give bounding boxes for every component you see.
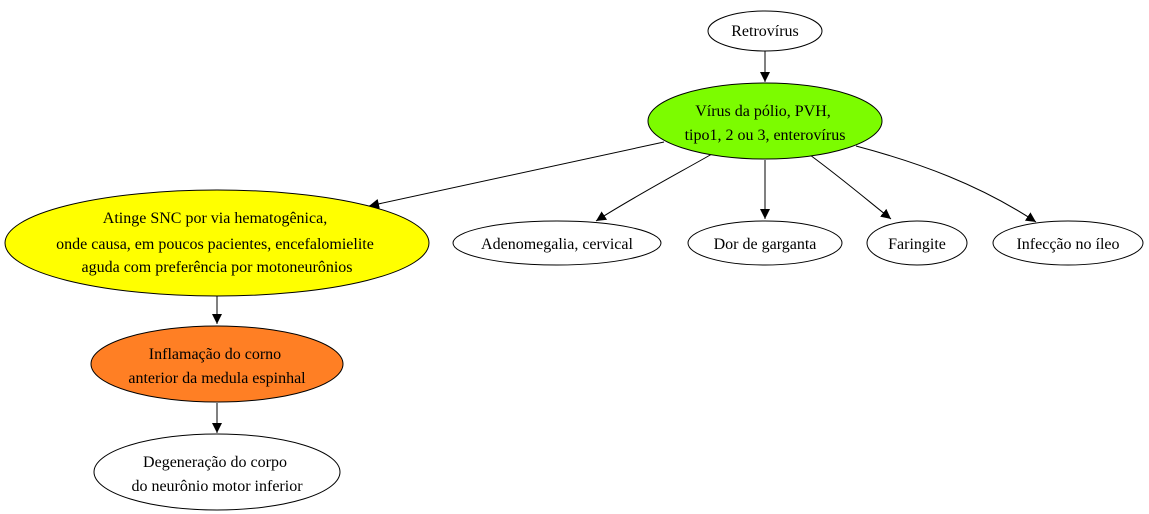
node-adenomegalia-shape (452, 220, 662, 266)
node-virus-polio-line-2: tipo1, 2 ou 3, enterovírus (685, 127, 846, 144)
node-adenomegalia-label: Adenomegalia, cervical (481, 236, 633, 253)
node-degeneracao-line-1: Degeneração do corpo (143, 454, 287, 471)
node-degeneracao-shape (93, 433, 341, 511)
node-infeccao-ileo-shape (992, 220, 1144, 266)
node-faringite-line-1: Faringite (888, 236, 946, 253)
node-faringite-label: Faringite (888, 236, 946, 253)
node-inflamacao-line-2: anterior da medula espinhal (128, 370, 306, 387)
edge-virus-polio-to-atinge-snc (368, 141, 665, 209)
node-inflamacao-shape (90, 325, 344, 403)
node-adenomegalia-line-1: Adenomegalia, cervical (481, 236, 633, 253)
node-faringite-shape (866, 220, 968, 266)
node-virus-polio-shape (647, 82, 883, 160)
node-dor-garganta-label: Dor de garganta (714, 236, 817, 253)
node-retrovirus-label: Retrovírus (731, 23, 799, 40)
node-dor-garganta-line-1: Dor de garganta (714, 236, 817, 253)
node-retrovirus: Retrovírus (707, 10, 823, 52)
node-infeccao-ileo: Infecção no íleo (992, 220, 1144, 266)
node-atinge-snc-line-3: aguda com preferência por motoneurônios (81, 259, 352, 276)
node-degeneracao-label: Degeneração do corpo do neurônio motor i… (131, 454, 303, 495)
node-atinge-snc-label: Atinge SNC por via hematogênica, onde ca… (56, 210, 378, 276)
edges-layer (212, 50, 1037, 433)
node-atinge-snc-shape (4, 189, 430, 297)
node-retrovirus-shape (707, 10, 823, 52)
edge-virus-polio-to-faringite (809, 154, 892, 220)
node-dor-garganta-shape (687, 220, 843, 266)
edge-virus-polio-to-infeccao-ileo (855, 145, 1037, 223)
node-atinge-snc-line-1: Atinge SNC por via hematogênica, (103, 210, 327, 227)
node-infeccao-ileo-label: Infecção no íleo (1016, 236, 1119, 253)
edge-virus-polio-to-adenomegalia (595, 153, 713, 222)
node-retrovirus-line-1: Retrovírus (731, 23, 799, 40)
node-degeneracao: Degeneração do corpo do neurônio motor i… (93, 433, 341, 511)
node-inflamacao-line-1: Inflamação do corno (149, 346, 281, 363)
node-inflamacao: Inflamação do corno anterior da medula e… (90, 325, 344, 403)
node-dor-garganta: Dor de garganta (687, 220, 843, 266)
node-infeccao-ileo-line-1: Infecção no íleo (1016, 236, 1119, 253)
node-virus-polio-line-1: Vírus da pólio, PVH, (695, 103, 831, 120)
node-virus-polio-label: Vírus da pólio, PVH, tipo1, 2 ou 3, ente… (685, 103, 846, 144)
node-adenomegalia: Adenomegalia, cervical (452, 220, 662, 266)
node-atinge-snc: Atinge SNC por via hematogênica, onde ca… (4, 189, 430, 297)
node-faringite: Faringite (866, 220, 968, 266)
node-inflamacao-label: Inflamação do corno anterior da medula e… (128, 346, 306, 387)
node-virus-polio: Vírus da pólio, PVH, tipo1, 2 ou 3, ente… (647, 82, 883, 160)
node-atinge-snc-line-2: onde causa, em poucos pacientes, encefal… (56, 236, 374, 253)
node-degeneracao-line-2: do neurônio motor inferior (131, 478, 303, 495)
